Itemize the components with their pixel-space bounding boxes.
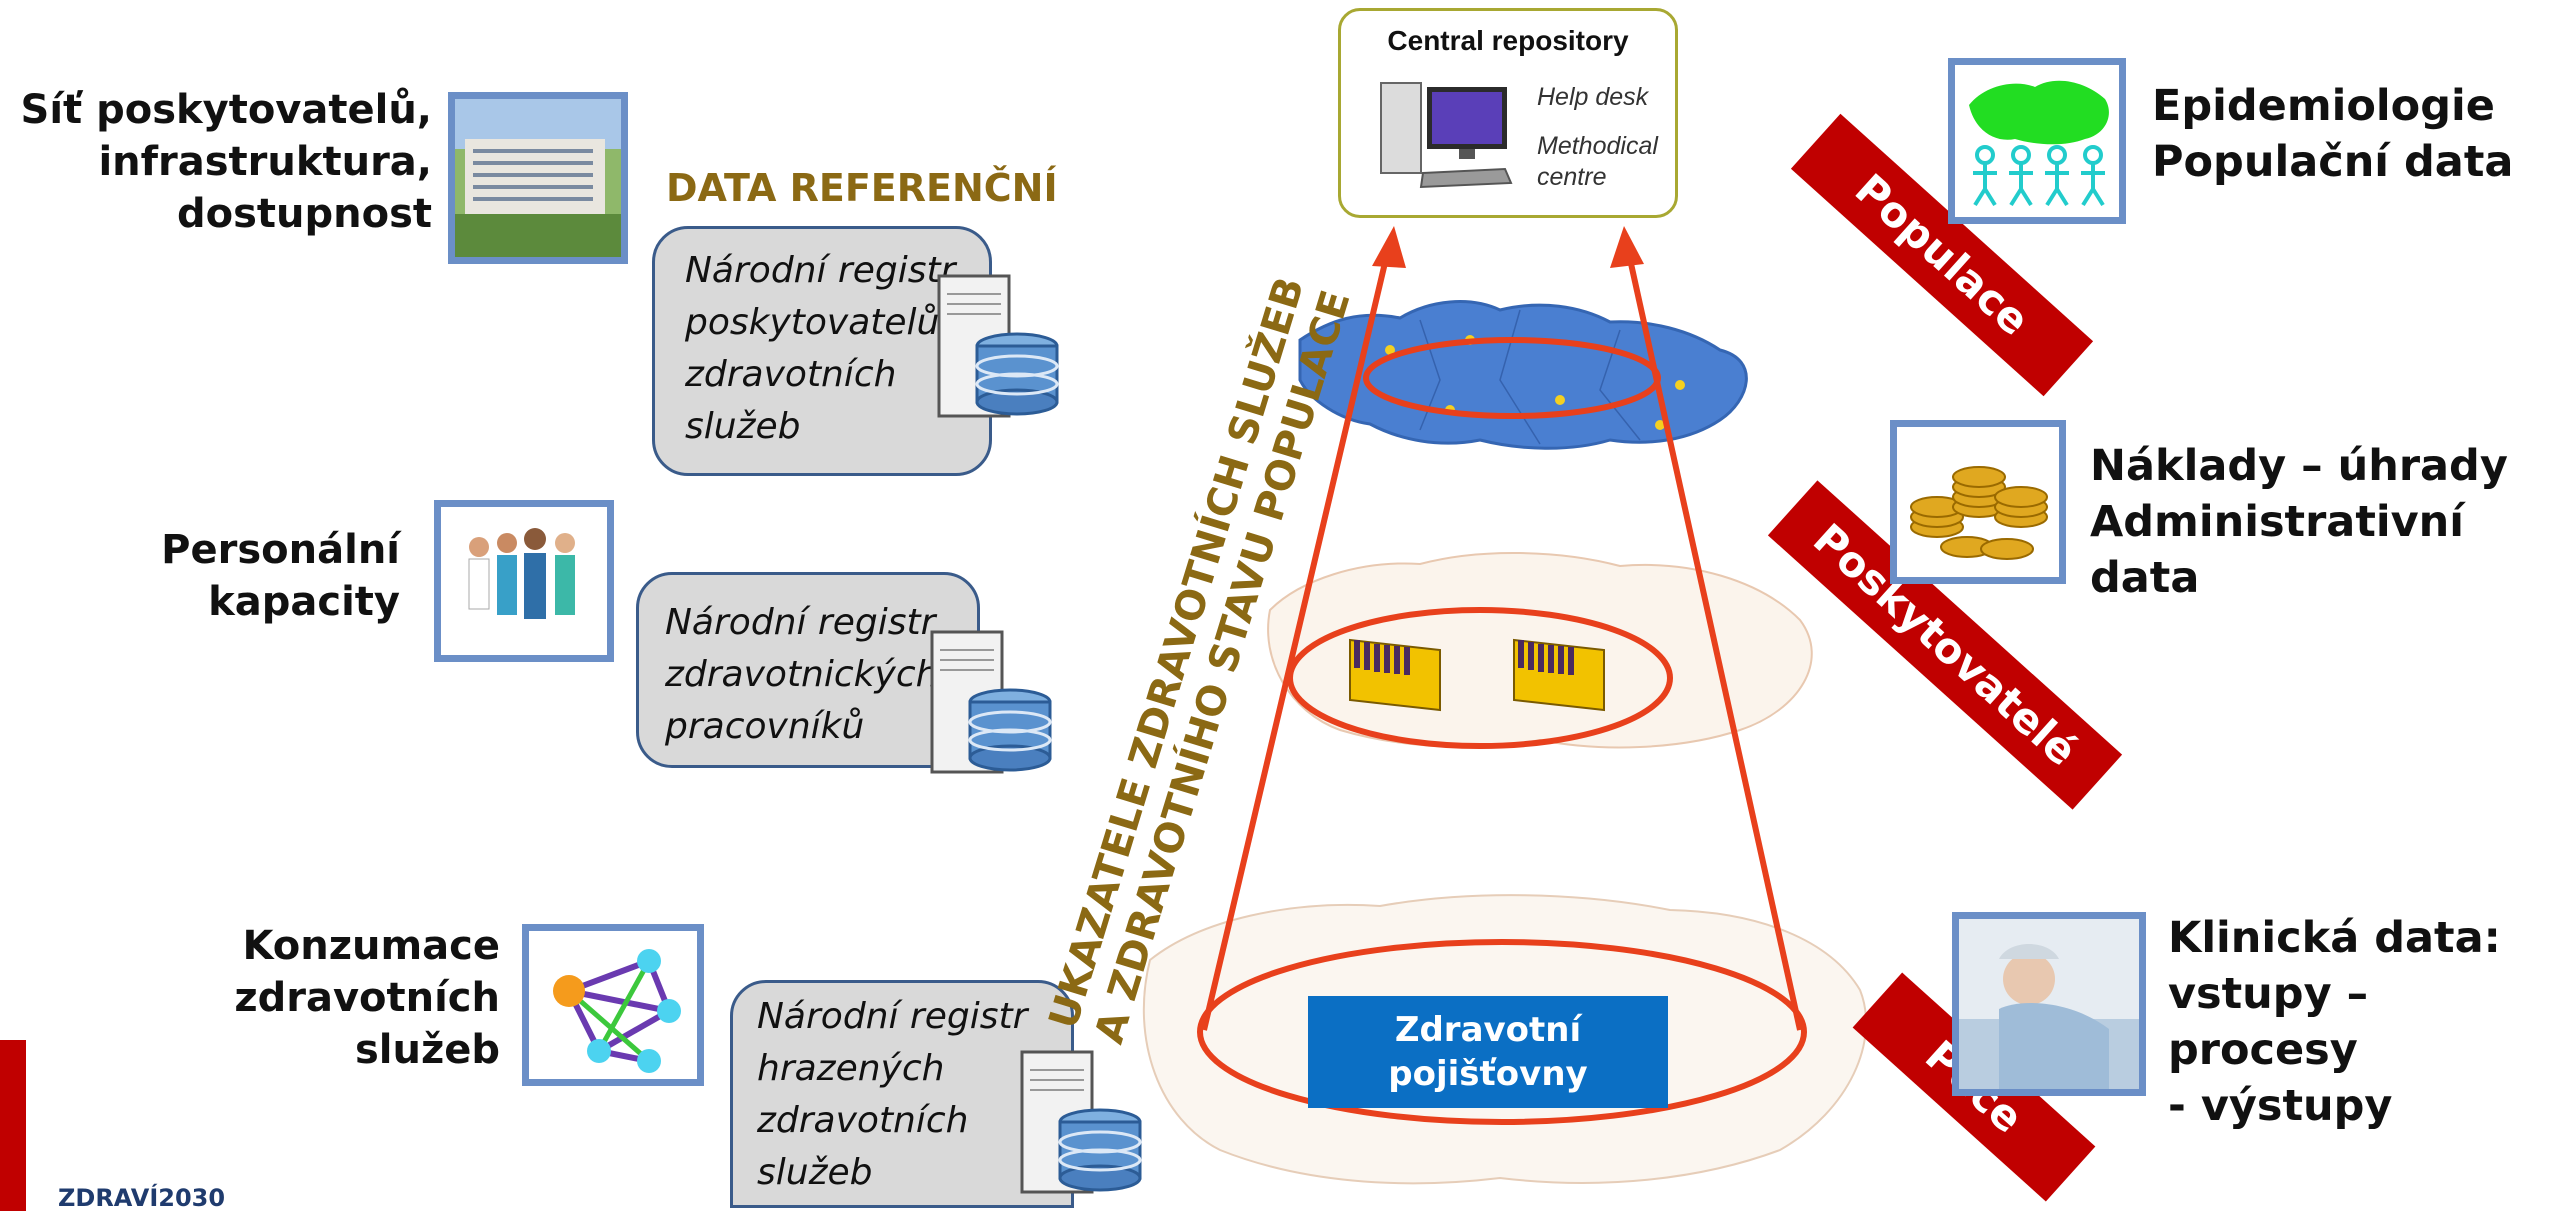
registry-providers: Národní registr poskytovatelů zdravotníc… — [652, 226, 992, 476]
help-desk-label: Help desk — [1537, 83, 1649, 111]
network-graph-icon — [522, 924, 704, 1086]
server-rack-icon — [1349, 638, 1441, 712]
label-costs: Náklady – úhrady Administrativní data — [2090, 441, 2508, 603]
left-edge-accent — [0, 1040, 26, 1211]
label-personnel: Personální kapacity — [161, 527, 400, 625]
methodical-centre-label: Methodical centre — [1537, 132, 1658, 191]
patient-in-bed-image — [1952, 912, 2146, 1096]
health-insurers-box: Zdravotní pojišťovny — [1308, 996, 1668, 1108]
data-reference-heading: DATA REFERENČNÍ — [666, 166, 1058, 210]
registry-health-workers: Národní registr zdravotnických pracovník… — [636, 572, 980, 768]
zdravi-logo: ZDRAVÍ2030 — [58, 1184, 226, 1212]
label-epidemiology: Epidemiologie Populační data — [2152, 81, 2514, 187]
hospital-building-image — [448, 92, 628, 264]
cone-line-left — [1201, 249, 1391, 1031]
registry-reimbursed-services: Národní registr hrazených zdravotních sl… — [730, 980, 1074, 1208]
server-rack-icon — [1513, 638, 1605, 712]
label-consumption: Konzumace zdravotních služeb — [234, 923, 500, 1073]
label-clinical-data: Klinická data: vstupy – procesy - výstup… — [2168, 913, 2501, 1131]
database-server-icon — [930, 630, 1052, 774]
gold-coins-image — [1890, 420, 2066, 584]
database-server-icon — [1020, 1050, 1142, 1194]
central-repository-title: Central repository — [1387, 25, 1629, 56]
database-server-icon — [937, 274, 1059, 418]
computer-icon — [1380, 82, 1513, 189]
cone-ellipse-bottom — [1197, 939, 1807, 1125]
label-provider-network: Síť poskytovatelů, infrastruktura, dostu… — [20, 87, 432, 237]
arrow-head-left — [1372, 226, 1406, 268]
czech-map-top — [1298, 300, 1748, 450]
central-repository-box: Central repository Help desk Methodical … — [1338, 8, 1678, 218]
cone-line-right — [1625, 249, 1803, 1031]
medical-staff-image — [434, 500, 614, 662]
arrow-head-right — [1610, 226, 1644, 268]
population-map-image — [1948, 58, 2126, 224]
